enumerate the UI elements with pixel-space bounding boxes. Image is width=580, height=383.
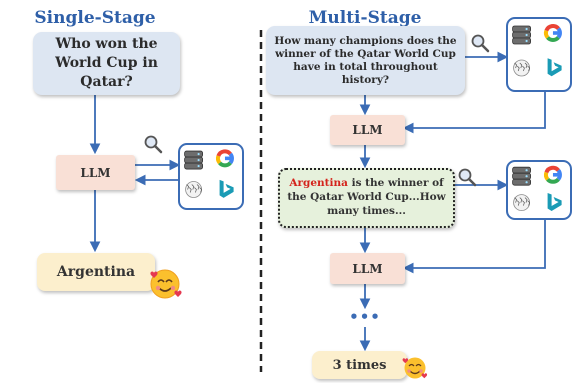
llm-box: LLM: [330, 115, 405, 145]
magnifier-icon: [471, 34, 490, 53]
smiling-face-with-hearts-icon: [150, 269, 182, 299]
evidence-highlight: Argentina: [289, 177, 348, 189]
arrow-tools-to-llm2: [402, 220, 546, 274]
google-icon: [543, 165, 562, 184]
question-text: Who won the World Cup in Qatar?: [55, 36, 158, 90]
evidence-box: Argentina is the winner of the Qatar Wor…: [278, 168, 455, 228]
ellipsis: •••: [349, 308, 381, 326]
magnifier-icon: [144, 135, 163, 154]
google-icon: [543, 24, 562, 42]
bing-icon: [547, 58, 562, 77]
smiling-face-with-hearts-icon: [402, 357, 428, 379]
answer-box: 3 times: [312, 351, 407, 379]
answer-box: Argentina: [37, 253, 155, 291]
database-icon: [512, 166, 531, 186]
database-icon: [512, 25, 531, 45]
evidence-text: is the winner of the Qatar World Cup...H…: [287, 177, 446, 217]
bing-icon: [219, 179, 234, 198]
bing-icon: [547, 193, 562, 211]
tool-icons: [184, 149, 234, 198]
single-stage-title: Single-Stage: [34, 8, 156, 28]
answer-text: Argentina: [56, 264, 136, 280]
answer-text: 3 times: [332, 357, 387, 373]
retrieval-tools-box: [506, 160, 572, 220]
multi-stage-title: Multi-Stage: [308, 8, 422, 28]
magnifier-icon: [458, 168, 477, 187]
arrow-tools-to-llm1: [402, 92, 546, 134]
question-box: How many champions does the winner of th…: [266, 26, 465, 95]
tool-icons: [512, 165, 562, 211]
database-icon: [184, 150, 203, 170]
wikipedia-icon: [513, 194, 531, 211]
llm-box: LLM: [56, 155, 135, 190]
question-box: Who won the World Cup in Qatar?: [33, 32, 180, 95]
wikipedia-icon: [513, 59, 531, 77]
llm-box: LLM: [330, 253, 405, 284]
question-text: How many champions does the winner of th…: [274, 34, 457, 86]
google-icon: [215, 149, 234, 168]
tool-icons: [512, 24, 562, 77]
wikipedia-icon: [185, 181, 203, 198]
